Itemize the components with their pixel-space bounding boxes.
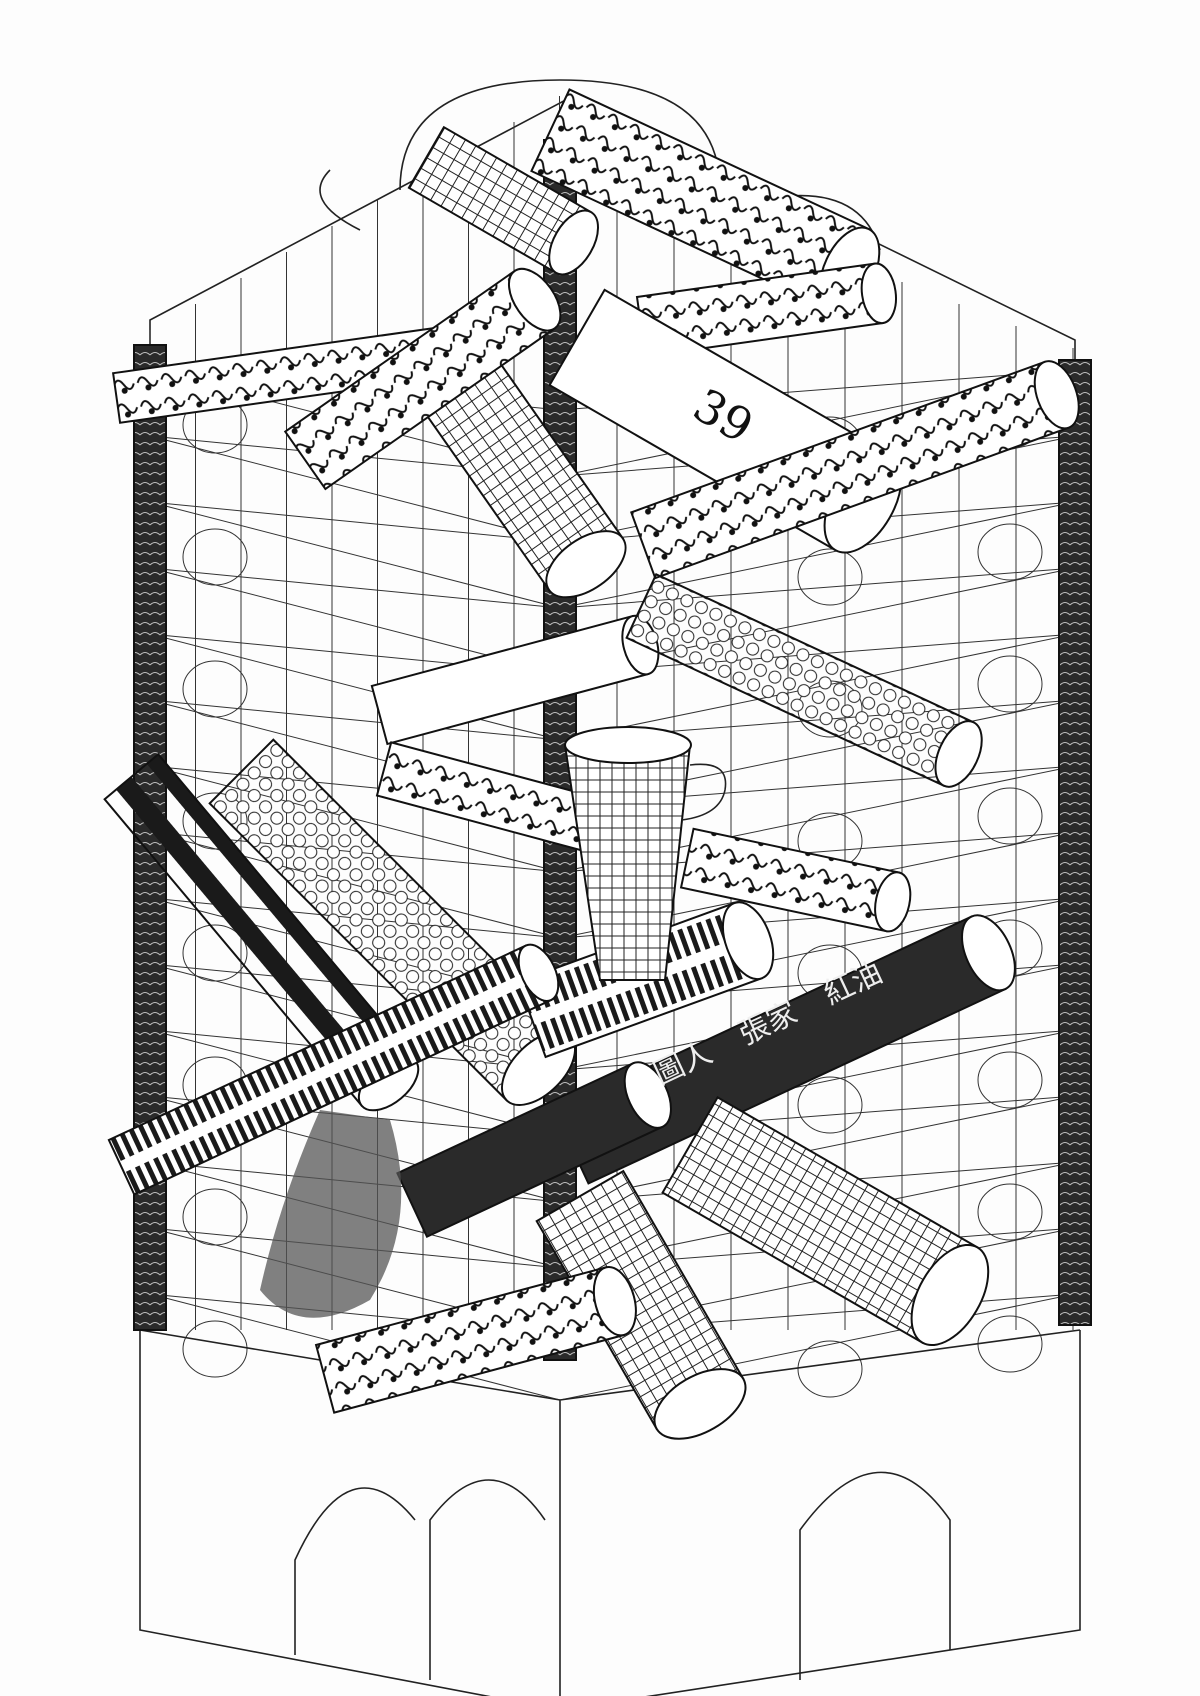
ornate-pillar xyxy=(1058,359,1092,1326)
barcode-tube xyxy=(107,943,560,1196)
grid-horizontal xyxy=(149,567,561,609)
base-arches xyxy=(294,1471,951,1680)
grid-diagonal xyxy=(149,435,561,543)
grid-horizontal xyxy=(149,501,561,543)
grid-diagonal xyxy=(149,501,561,609)
grid-diagonal xyxy=(149,765,561,873)
top-right-tube-end xyxy=(860,262,897,325)
circuit-tube-body xyxy=(370,614,650,746)
subway-tube-end xyxy=(721,901,775,981)
tiger-tube xyxy=(679,827,912,933)
grid-horizontal xyxy=(559,567,1076,609)
circuit-tube xyxy=(370,614,660,746)
circle-motif xyxy=(977,1183,1043,1241)
house-tube-end xyxy=(548,209,599,276)
skyscraper-tube xyxy=(415,348,627,599)
coffee-cup xyxy=(563,726,727,981)
calligraphy-tube-end xyxy=(961,914,1016,992)
grid-diagonal xyxy=(559,501,1076,609)
circle-motif xyxy=(977,1051,1043,1109)
grid-diagonal xyxy=(149,633,561,741)
skyscraper-tube-end xyxy=(545,530,627,599)
traffic-tube-end xyxy=(507,267,562,332)
circle-motif xyxy=(977,523,1043,581)
dark-script-tube xyxy=(396,1061,672,1238)
building-tube-end xyxy=(910,1243,990,1347)
circle-motif xyxy=(182,1320,248,1378)
circle-motif xyxy=(977,787,1043,845)
house-tube xyxy=(407,125,599,276)
train-car-tube xyxy=(625,572,983,788)
coffee-cup-rim xyxy=(564,726,692,764)
circle-motif xyxy=(797,548,863,606)
grid-horizontal xyxy=(149,699,561,741)
traffic-tube xyxy=(283,267,562,491)
flower-tube-end xyxy=(1033,360,1080,430)
base-box xyxy=(139,1329,1081,1696)
barcode-tube-end xyxy=(517,943,560,1002)
tile-tube xyxy=(535,1169,747,1440)
circle-motif xyxy=(977,1315,1043,1373)
building-tube xyxy=(661,1096,990,1347)
music-tube-end xyxy=(592,1265,637,1337)
grid-diagonal xyxy=(559,1095,1076,1203)
flower-tube xyxy=(630,360,1080,580)
dark-script-tube-end xyxy=(623,1061,672,1129)
circle-motif xyxy=(977,655,1043,713)
train-car-tube-end xyxy=(934,720,983,788)
coffee-cup-handle xyxy=(681,763,727,821)
tile-tube-end xyxy=(653,1368,747,1440)
tiger-tube-end xyxy=(874,871,912,933)
smoke-cloud xyxy=(260,1110,402,1318)
circle-motif xyxy=(797,1340,863,1398)
music-tube xyxy=(314,1265,637,1414)
circle-motif xyxy=(797,1076,863,1134)
